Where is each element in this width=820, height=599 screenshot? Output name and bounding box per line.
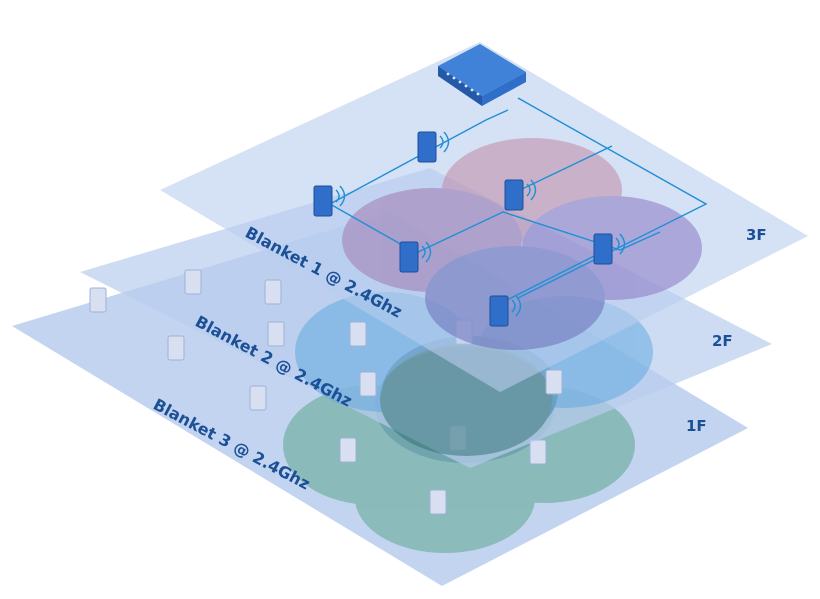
cable-ap4 [413, 211, 661, 255]
access-point-icon [593, 233, 626, 265]
access-point-icon [313, 185, 346, 217]
access-point-icon [545, 369, 563, 395]
coverage-cell [425, 246, 605, 350]
floor-label-1f: 1F [686, 417, 707, 435]
access-point-icon [399, 241, 432, 273]
access-point-icon [249, 385, 267, 411]
access-point-icon [349, 321, 367, 347]
access-point-icon [267, 321, 285, 347]
floor-label-2f: 2F [712, 332, 733, 350]
access-point-icon [529, 439, 547, 465]
access-point-icon [417, 131, 450, 163]
access-point-icon [264, 279, 282, 305]
floor-3f-access-points [313, 131, 626, 327]
access-point-icon [429, 489, 447, 515]
cable-ap2 [329, 149, 431, 205]
access-point-icon [184, 269, 202, 295]
access-point-icon [89, 287, 107, 313]
access-point-icon [489, 295, 522, 327]
floor-3f: 3F Blanket 1 @ 2.4Ghz [160, 42, 808, 392]
access-point-icon [339, 437, 357, 463]
network-switch-icon [438, 44, 526, 106]
access-point-icon [504, 179, 537, 211]
floor-label-3f: 3F [746, 226, 767, 244]
access-point-icon [359, 371, 377, 397]
uplink-cable [517, 97, 708, 299]
access-point-icon [167, 335, 185, 361]
cable-ap3 [519, 145, 613, 191]
cable-ap5 [506, 249, 607, 301]
